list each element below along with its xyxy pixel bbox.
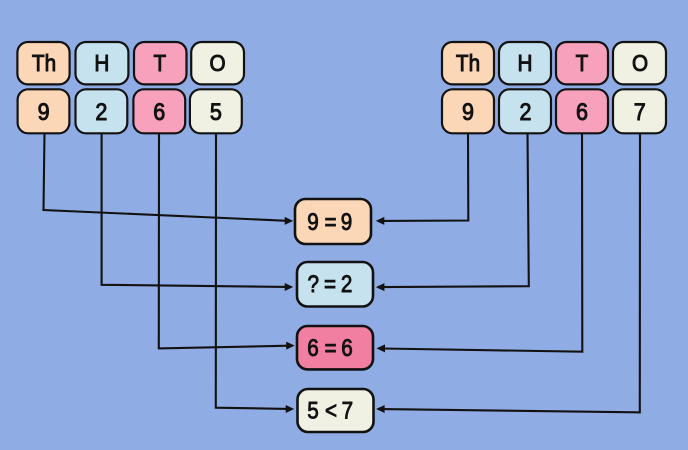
svg-text:6: 6 xyxy=(153,98,165,126)
svg-text:O: O xyxy=(209,50,225,76)
svg-text:Th: Th xyxy=(456,50,480,76)
svg-text:T: T xyxy=(576,50,589,76)
svg-text:=: = xyxy=(324,208,336,235)
svg-text:9: 9 xyxy=(462,98,474,126)
svg-text:?: ? xyxy=(307,270,318,297)
svg-text:6: 6 xyxy=(576,98,588,126)
svg-text:Th: Th xyxy=(32,50,56,76)
svg-text:6: 6 xyxy=(341,335,352,362)
svg-text:7: 7 xyxy=(342,397,353,424)
svg-text:9: 9 xyxy=(307,208,318,235)
svg-text:5: 5 xyxy=(307,397,318,424)
svg-text:9: 9 xyxy=(38,98,50,126)
svg-text:=: = xyxy=(324,270,336,297)
svg-text:2: 2 xyxy=(341,270,352,297)
svg-text:2: 2 xyxy=(520,98,532,126)
svg-text:7: 7 xyxy=(634,98,646,126)
svg-text:<: < xyxy=(325,397,337,424)
svg-text:T: T xyxy=(153,50,166,76)
svg-text:H: H xyxy=(518,50,533,76)
svg-text:O: O xyxy=(632,50,648,76)
svg-text:9: 9 xyxy=(341,208,352,235)
svg-text:5: 5 xyxy=(210,98,222,126)
svg-text:H: H xyxy=(94,50,109,76)
svg-text:2: 2 xyxy=(95,98,107,126)
svg-text:6: 6 xyxy=(307,335,318,362)
svg-text:=: = xyxy=(324,335,336,362)
